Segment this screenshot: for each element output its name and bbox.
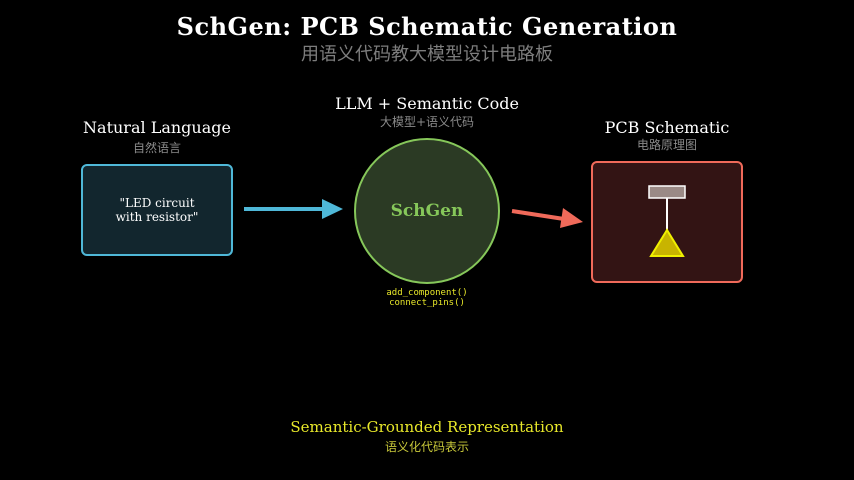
code-snippet: add_component() connect_pins() [352,288,502,308]
input-stage-sublabel: 自然语言 [132,141,181,155]
code-line: connect_pins() [389,298,465,308]
output-stage-sublabel: 电路原理图 [636,138,697,152]
input-stage-label: Natural Language [83,118,231,137]
footer-label: Semantic-Grounded Representation [290,418,564,436]
code-line: add_component() [386,288,468,298]
footer-sublabel: 语义化代码表示 [384,440,469,454]
llm-circle: SchGen [354,138,500,284]
arrow-input-to-model [244,199,343,219]
input-example-text: "LED circuit with resistor" [115,196,199,224]
resistor-icon [648,185,686,232]
led-icon [649,228,685,257]
diagram-subtitle: 用语义代码教大模型设计电路板 [301,44,553,65]
diagram-title: SchGen: PCB Schematic Generation [176,12,678,41]
model-stage-label: LLM + Semantic Code [335,94,519,113]
input-box: "LED circuit with resistor" [81,164,233,256]
model-name: SchGen [390,201,464,221]
arrow-model-to-output [511,208,583,228]
output-stage-label: PCB Schematic [604,118,730,137]
model-stage-sublabel: 大模型+语义代码 [379,115,475,129]
